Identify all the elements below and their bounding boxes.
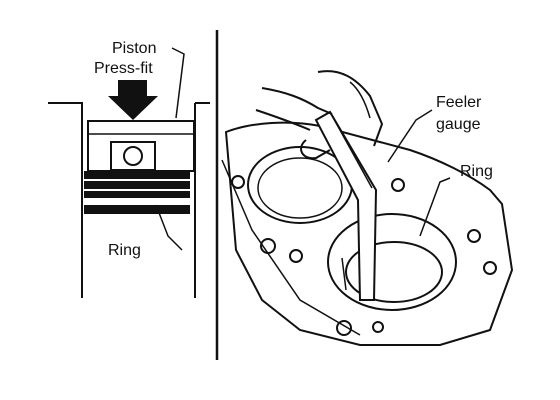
press-fit-label: Press-fit xyxy=(94,60,153,77)
engine-block xyxy=(224,121,514,346)
press-fit-arrow xyxy=(108,80,158,120)
cylinder-bore xyxy=(48,102,210,298)
piston xyxy=(87,120,195,172)
ring-leader-right xyxy=(419,177,451,237)
cylinder-bore-2 xyxy=(327,213,457,311)
bolt-hole xyxy=(391,178,405,192)
bolt-hole xyxy=(336,320,352,336)
hand xyxy=(255,70,384,160)
bolt-hole xyxy=(260,238,276,254)
right-panel xyxy=(221,70,514,346)
ring-in-bore xyxy=(345,241,443,303)
bolt-hole xyxy=(467,229,481,243)
bolt-hole xyxy=(372,321,384,333)
ring-leader-left xyxy=(155,204,183,251)
feeler-label-line2: gauge xyxy=(436,116,481,133)
bolt-hole xyxy=(231,175,245,189)
ring-label-left: Ring xyxy=(108,242,141,259)
piston-label: Piston xyxy=(112,40,157,57)
piston-pin-boss xyxy=(110,141,156,171)
ring-label-right: Ring xyxy=(460,163,493,180)
piston-pin-hole xyxy=(123,146,143,166)
piston-leader xyxy=(171,47,185,119)
piston-ring xyxy=(84,205,190,214)
bolt-hole xyxy=(483,261,497,275)
left-panel xyxy=(48,47,210,298)
bolt-hole xyxy=(289,249,303,263)
feeler-leader xyxy=(387,109,433,163)
feeler-label-line1: Feeler xyxy=(436,94,482,111)
